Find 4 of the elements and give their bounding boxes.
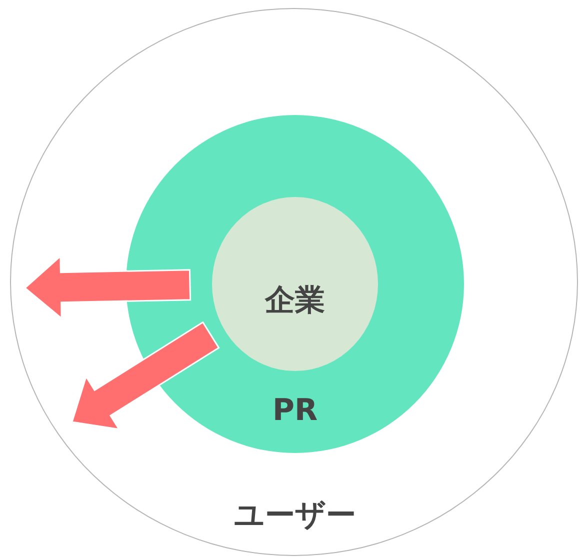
circle-label: PR: [272, 396, 318, 426]
circle-label: ユーザー: [234, 501, 356, 531]
block-arrow: [71, 321, 220, 430]
circle-label: 企業: [265, 286, 325, 316]
